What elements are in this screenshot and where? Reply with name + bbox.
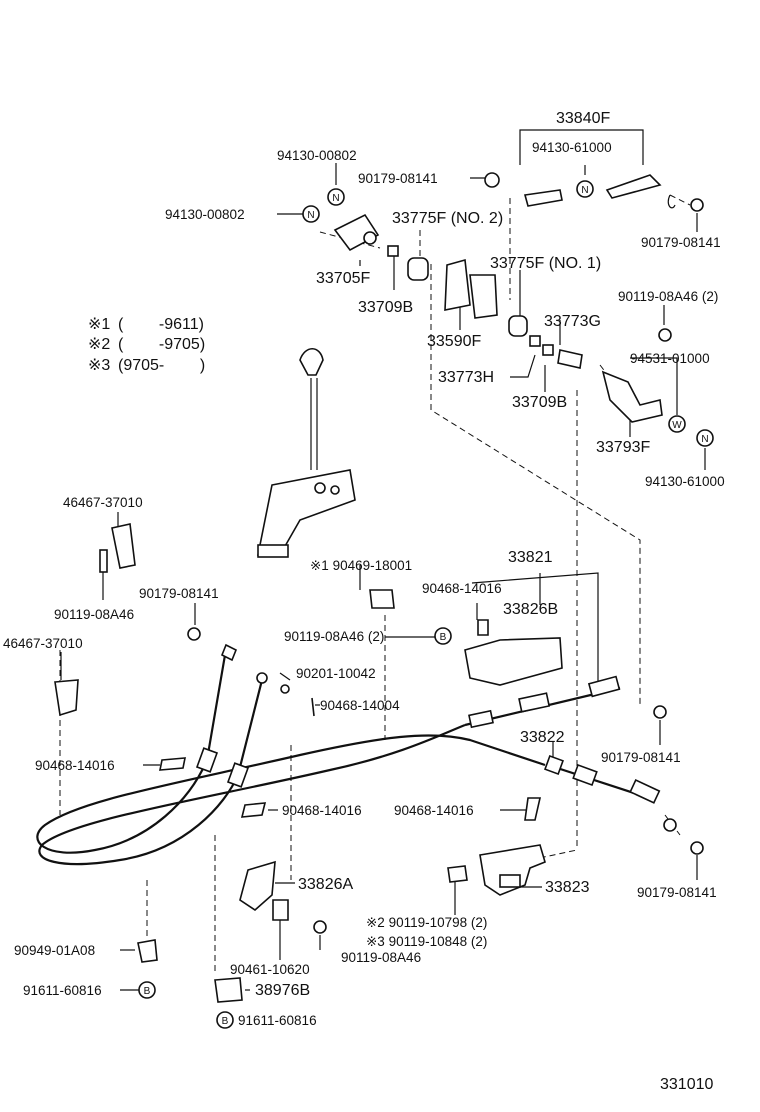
- callout-n-icon: N: [576, 180, 594, 198]
- part-label: 90468-14016: [282, 803, 362, 818]
- shift-lever: [257, 347, 356, 558]
- part-label: 33793F: [596, 439, 650, 456]
- part-label: 33773H: [438, 369, 494, 386]
- part-label: ※2 90119-10798 (2): [366, 915, 487, 930]
- part-label: 90179-08141: [139, 586, 219, 601]
- dashed-guide-lines: [59, 194, 691, 975]
- part-label: 33823: [545, 879, 590, 896]
- part-label: 33773G: [544, 313, 601, 330]
- part-label: 90119-08A46 (2): [284, 629, 384, 644]
- callout-n-icon: N: [302, 205, 320, 223]
- part-label: ※1 90469-18001: [310, 558, 412, 573]
- part-label: 33826B: [503, 601, 558, 618]
- diagram-id: 331010: [660, 1076, 713, 1093]
- part-label: 90179-08141: [637, 885, 717, 900]
- svg-text:W: W: [672, 420, 682, 431]
- part-label: 33826A: [298, 876, 353, 893]
- callout-b-icon: B: [216, 1011, 234, 1029]
- callout-n-icon: N: [696, 429, 714, 447]
- part-label: 90468-14016: [422, 581, 502, 596]
- svg-text:N: N: [307, 210, 314, 221]
- part-label: 46467-37010: [3, 636, 83, 651]
- part-label: 38976B: [255, 982, 310, 999]
- part-label: 90201-10042: [296, 666, 376, 681]
- part-label: 94130-61000: [645, 474, 725, 489]
- brackets-fasteners: [54, 523, 704, 1003]
- part-label: 90468-14016: [394, 803, 474, 818]
- part-label: 33840F: [556, 110, 610, 127]
- svg-text:B: B: [144, 986, 151, 997]
- part-labels: 33840F 94130-61000 90179-08141 94130-008…: [3, 110, 725, 1028]
- part-label: 94130-00802: [165, 207, 245, 222]
- note-mark-3: ※3: [88, 357, 110, 374]
- note-mark-1: ※1: [88, 316, 110, 333]
- svg-text:B: B: [440, 632, 447, 643]
- part-label: 94531-01000: [630, 351, 710, 366]
- part-label: 90179-08141: [358, 171, 438, 186]
- part-label: 90949-01A08: [14, 943, 95, 958]
- part-label: 33775F (NO. 1): [490, 255, 601, 272]
- note-range-2: ( -9705): [118, 336, 205, 353]
- part-label: 90461-10620: [230, 962, 310, 977]
- part-label: 33821: [508, 549, 553, 566]
- part-label: 33709B: [358, 299, 413, 316]
- part-label: 90179-08141: [641, 235, 721, 250]
- callout-circles: N N N W N B B B: [138, 180, 714, 1029]
- svg-text:N: N: [332, 193, 339, 204]
- callout-w-icon: W: [668, 415, 686, 433]
- applicability-notes: ※1 ( -9611) ※2 ( -9705) ※3 (9705- ): [88, 316, 205, 374]
- leader-lines: [60, 129, 706, 991]
- callout-b-icon: B: [138, 981, 156, 999]
- part-label: 33775F (NO. 2): [392, 210, 503, 227]
- callout-n-icon: N: [327, 188, 345, 206]
- part-label: 33590F: [427, 333, 481, 350]
- part-label: 33822: [520, 729, 565, 746]
- note-range-1: ( -9611): [118, 316, 204, 333]
- part-label: 33705F: [316, 270, 370, 287]
- note-range-3: (9705- ): [118, 357, 205, 374]
- svg-text:N: N: [701, 434, 708, 445]
- part-label: ※3 90119-10848 (2): [366, 934, 487, 949]
- part-label: 94130-61000: [532, 140, 612, 155]
- svg-text:N: N: [581, 185, 588, 196]
- part-label: 90179-08141: [601, 750, 681, 765]
- part-label: 91611-60816: [238, 1013, 317, 1028]
- part-label: 33709B: [512, 394, 567, 411]
- part-label: 90119-08A46: [54, 607, 134, 622]
- part-label: 91611-60816: [23, 983, 102, 998]
- linkage-parts: [333, 172, 704, 423]
- part-label: 90119-08A46 (2): [618, 289, 718, 304]
- cable-fittings: [195, 675, 661, 804]
- part-label: 94130-00802: [277, 148, 357, 163]
- part-label: 46467-37010: [63, 495, 143, 510]
- part-label: 90119-08A46: [341, 950, 421, 965]
- svg-text:B: B: [222, 1016, 229, 1027]
- part-label: 90468-14016: [35, 758, 115, 773]
- callout-b-icon: B: [434, 627, 452, 645]
- part-label: 90468-14004: [320, 698, 400, 713]
- note-mark-2: ※2: [88, 336, 110, 353]
